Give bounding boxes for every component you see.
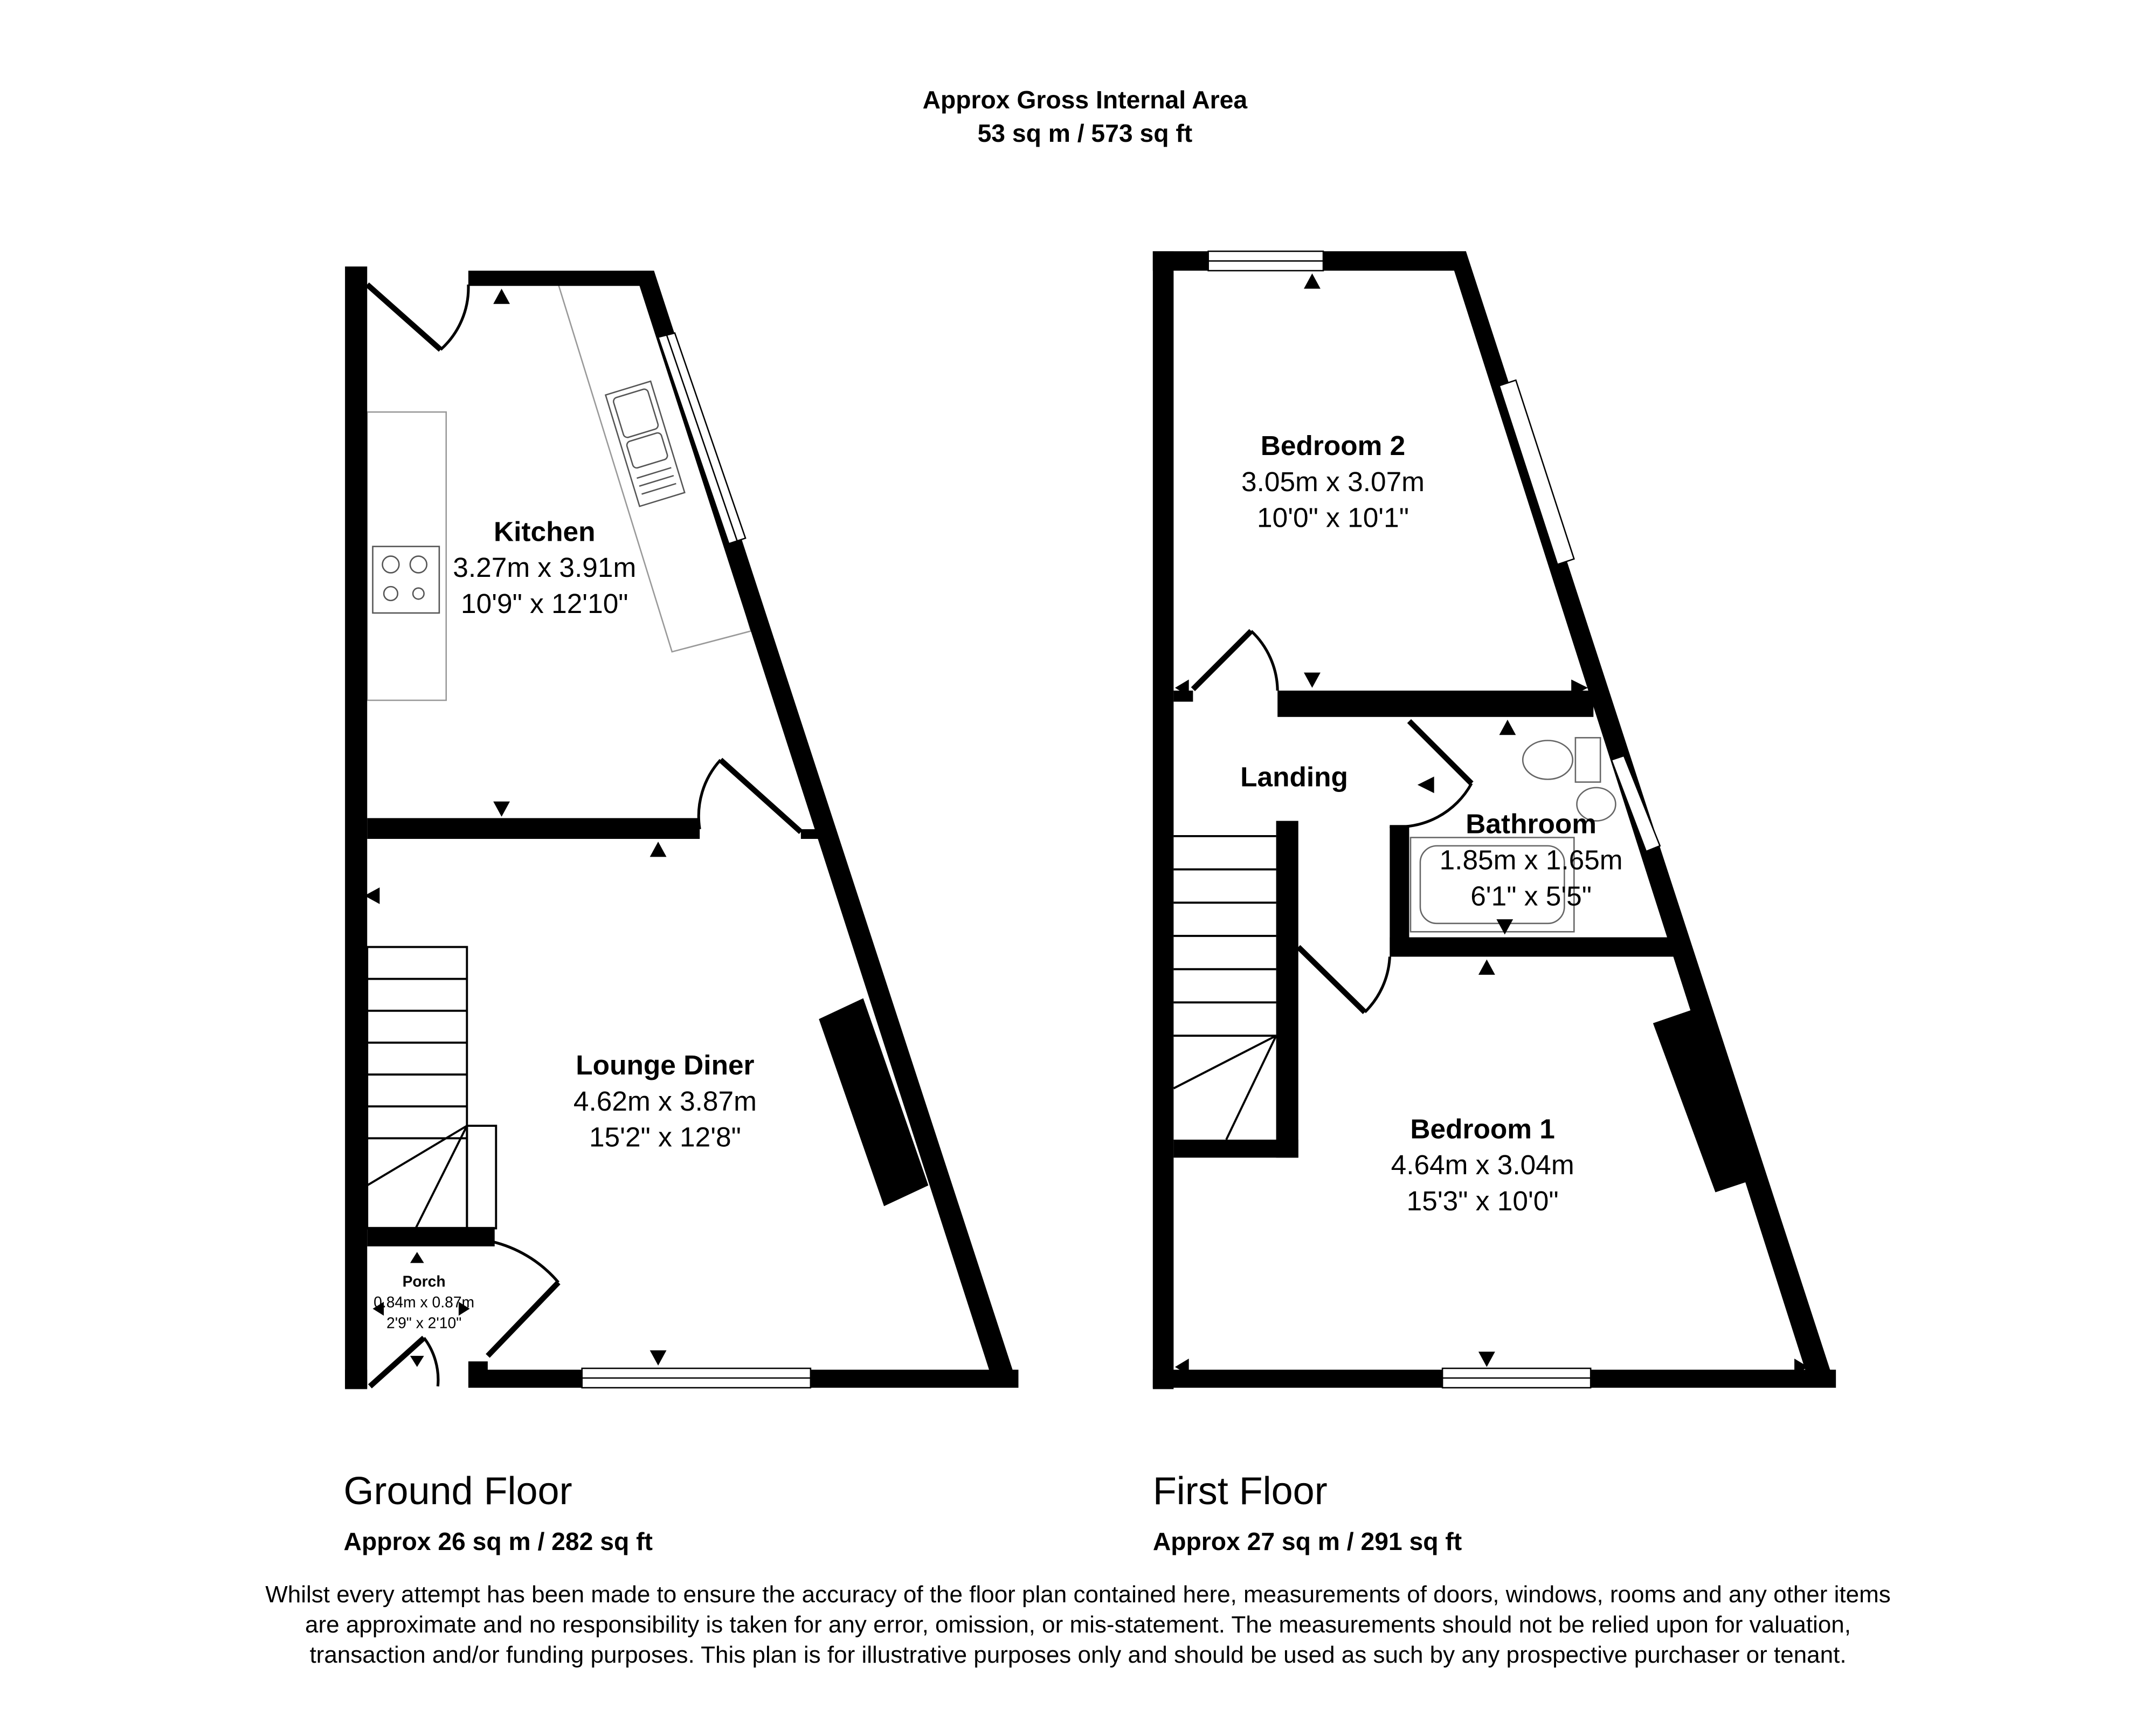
door-swings [365,282,803,1389]
room-size-metric-bedroom-1: 4.64m x 3.04m [1391,1149,1574,1180]
room-size-imperial-bedroom-1: 15'3" x 10'0" [1407,1185,1559,1216]
ground-floor-area: Approx 26 sq m / 282 sq ft [344,1527,653,1555]
room-name-bedroom-1: Bedroom 1 [1410,1113,1555,1144]
kitchen-worktop [366,411,447,701]
room-size-imperial-porch: 2'9" x 2'10" [386,1314,461,1331]
room-name-bedroom-2: Bedroom 2 [1261,430,1406,461]
room-size-imperial-bathroom: 6'1" x 5'5" [1470,880,1592,911]
ground-stairs [366,946,497,1230]
disclaimer: Whilst every attempt has been made to en… [265,1581,1891,1668]
room-name-lounge-diner: Lounge Diner [576,1049,754,1080]
basin-icon [1576,787,1616,822]
room-name-bathroom: Bathroom [1466,808,1597,839]
room-name-landing: Landing [1240,761,1348,792]
ceiling-height-arrows [364,288,667,1367]
header-area: 53 sq m / 573 sq ft [978,119,1193,147]
room-size-imperial-lounge-diner: 15'2" x 12'8" [589,1121,741,1153]
sink-icon [604,380,686,507]
room-size-metric-bathroom: 1.85m x 1.65m [1440,844,1623,876]
toilet-icon [1522,740,1574,780]
bathroom-fittings [1409,737,1616,933]
header-title: Approx Gross Internal Area [923,86,1248,114]
chimney-breast [819,998,929,1207]
room-size-metric-bedroom-2: 3.05m x 3.07m [1241,466,1425,497]
door-swings [1191,629,1474,1015]
first-floor-label: First Floor [1153,1470,1328,1513]
first-floor-area: Approx 27 sq m / 291 sq ft [1153,1527,1462,1555]
room-size-imperial-bedroom-2: 10'0" x 10'1" [1257,502,1409,533]
room-size-metric-porch: 0.84m x 0.87m [374,1293,474,1311]
ground-floor-walls [345,266,1019,1389]
hob-icon [372,546,440,614]
ground-floor-label: Ground Floor [344,1470,572,1513]
room-size-metric-lounge-diner: 4.62m x 3.87m [573,1085,757,1117]
first-floor-stairs [1173,835,1277,1140]
ground-floor-plan: Kitchen 3.27m x 3.91m 10'9" x 12'10" Lou… [344,266,1019,1555]
room-size-metric-kitchen: 3.27m x 3.91m [453,552,636,583]
room-name-porch: Porch [403,1272,446,1290]
first-floor-plan: Bedroom 2 3.05m x 3.07m 10'0" x 10'1" La… [1152,250,1836,1555]
ceiling-height-arrows [1174,273,1808,1375]
room-size-imperial-kitchen: 10'9" x 12'10" [461,588,628,619]
room-name-kitchen: Kitchen [494,515,596,547]
chimney-breast [1653,1009,1757,1193]
lounge-window [581,1367,812,1389]
kitchen-window [657,332,747,545]
windows [1207,250,1661,1389]
